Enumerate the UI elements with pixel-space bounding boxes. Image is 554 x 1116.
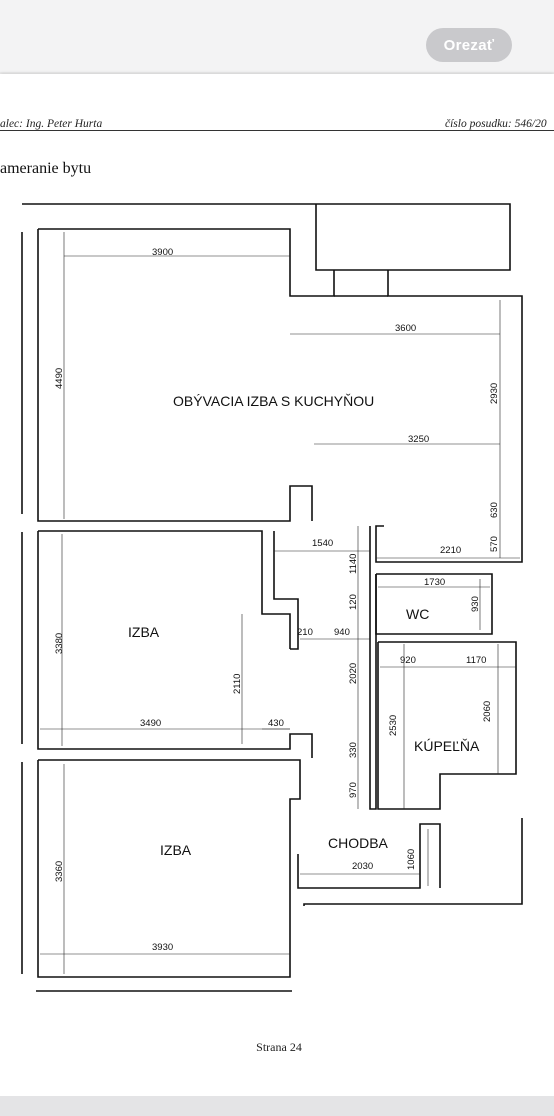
dim-3380: 3380 (54, 633, 65, 654)
dim-3900: 3900 (152, 247, 173, 258)
dim-1060: 1060 (406, 849, 417, 870)
room-label-wc: WC (406, 606, 429, 622)
room-label-bathroom: KÚPEĽŇA (414, 738, 480, 754)
dim-2210: 2210 (440, 545, 461, 556)
page-number: Strana 24 (256, 1040, 302, 1054)
dimension-labels: 3900 4490 3600 2930 3250 630 570 1540 22… (54, 247, 500, 953)
dim-1140: 1140 (348, 554, 359, 574)
header-rule (0, 130, 554, 131)
dim-570: 570 (489, 536, 500, 552)
image-toolbar: Orezať (0, 0, 554, 72)
room-labels: OBÝVACIA IZBA S KUCHYŇOU IZBA IZBA WC KÚ… (128, 393, 480, 858)
floor-plan: 3900 4490 3600 2930 3250 630 570 1540 22… (21, 203, 523, 992)
dim-2110: 2110 (232, 674, 243, 694)
bottom-bar (0, 1096, 554, 1116)
dim-120: 120 (348, 594, 359, 610)
dim-2530: 2530 (388, 715, 399, 736)
dim-930: 930 (470, 596, 481, 612)
room-label-izba-1: IZBA (128, 624, 160, 640)
dim-970: 970 (348, 782, 359, 798)
dim-3360: 3360 (54, 861, 65, 882)
dim-3930: 3930 (152, 942, 173, 953)
dim-2020: 2020 (348, 663, 359, 684)
room-label-hall: CHODBA (328, 835, 389, 851)
dim-3490: 3490 (140, 718, 161, 729)
dim-2030: 2030 (352, 861, 373, 872)
dim-3600: 3600 (395, 323, 416, 334)
crop-button[interactable]: Orezať (426, 28, 512, 62)
dim-2060: 2060 (482, 701, 493, 722)
dim-1170: 1170 (466, 655, 486, 666)
dim-330: 330 (348, 742, 359, 758)
walls (21, 203, 523, 992)
room-label-izba-2: IZBA (160, 842, 192, 858)
dimension-lines (40, 232, 520, 974)
dim-2930: 2930 (489, 383, 500, 404)
dim-940: 940 (334, 627, 350, 638)
dim-4490: 4490 (54, 368, 65, 389)
dim-430: 430 (268, 718, 284, 729)
dim-3250: 3250 (408, 434, 429, 445)
header-report-number: číslo posudku: 546/20 (445, 118, 547, 130)
section-title: ameranie bytu (0, 160, 92, 177)
dim-1730: 1730 (424, 577, 445, 588)
dim-920: 920 (400, 655, 416, 666)
header-author: alec: Ing. Peter Hurta (0, 118, 103, 130)
document-page: alec: Ing. Peter Hurta číslo posudku: 54… (0, 74, 554, 1096)
room-label-living: OBÝVACIA IZBA S KUCHYŇOU (173, 393, 374, 409)
dim-1540: 1540 (312, 538, 333, 549)
dim-210: 210 (297, 627, 313, 638)
dim-630: 630 (489, 502, 500, 518)
